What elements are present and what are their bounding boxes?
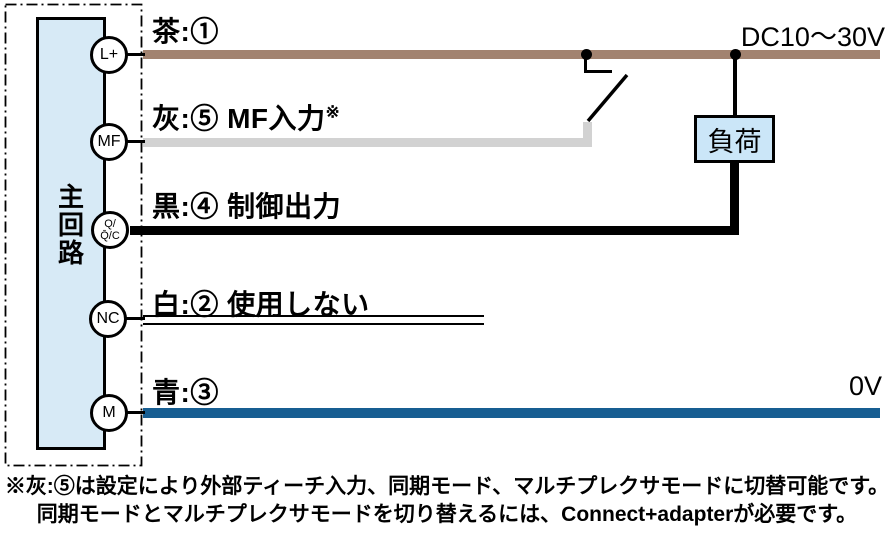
switch-blade-line xyxy=(586,73,629,123)
terminal-m: M xyxy=(90,394,128,432)
footnote: ※灰:⑤は設定により外部ティーチ入力、同期モード、マルチプレクサモードに切替可能… xyxy=(0,473,894,529)
switch-contact-horizontal xyxy=(584,70,612,73)
wire-gray-hook xyxy=(583,122,592,147)
terminal-mf: MF xyxy=(90,123,128,161)
wire-white xyxy=(143,315,484,325)
wire-label-gray-text: 灰:⑤ MF入力 xyxy=(152,103,326,134)
stub-l-plus xyxy=(125,53,145,56)
wire-label-white: 白:② 使用しない xyxy=(152,289,370,320)
terminal-q-qbar-c: Q/ Q̄/C xyxy=(91,211,129,249)
stub-nc xyxy=(125,317,145,320)
wire-label-blue: 青:③ xyxy=(152,377,219,408)
footnote-line-2: 同期モードとマルチプレクサモードを切り替えるには、Connect+adapter… xyxy=(36,503,858,526)
footnote-line-1: ※灰:⑤は設定により外部ティーチ入力、同期モード、マルチプレクサモードに切替可能… xyxy=(4,475,890,498)
wire-blue xyxy=(143,408,880,418)
terminal-l-plus: L+ xyxy=(90,36,128,74)
supply-voltage-label: DC10〜30V xyxy=(740,22,885,52)
main-circuit-label: 主 回 路 xyxy=(57,182,84,268)
wire-label-black: 黒:④ 制御出力 xyxy=(152,191,342,222)
junction-dot-switch xyxy=(581,49,592,60)
wire-black xyxy=(130,226,739,235)
wire-brown xyxy=(143,50,880,59)
terminal-nc: NC xyxy=(89,300,127,338)
wire-black-riser xyxy=(730,163,739,235)
stub-m xyxy=(125,411,145,414)
wire-label-gray: 灰:⑤ MF入力※ xyxy=(152,97,340,137)
stub-mf xyxy=(125,140,145,143)
wire-label-brown: 茶:① xyxy=(152,16,219,47)
junction-dot-load xyxy=(730,49,741,60)
load-connector-line xyxy=(733,55,737,115)
load-box: 負荷 xyxy=(694,115,775,163)
zero-volt-label: 0V xyxy=(848,371,882,401)
wire-gray xyxy=(143,138,592,147)
switch-contact-vertical xyxy=(584,55,587,73)
wire-label-gray-asterisk: ※ xyxy=(325,102,341,122)
